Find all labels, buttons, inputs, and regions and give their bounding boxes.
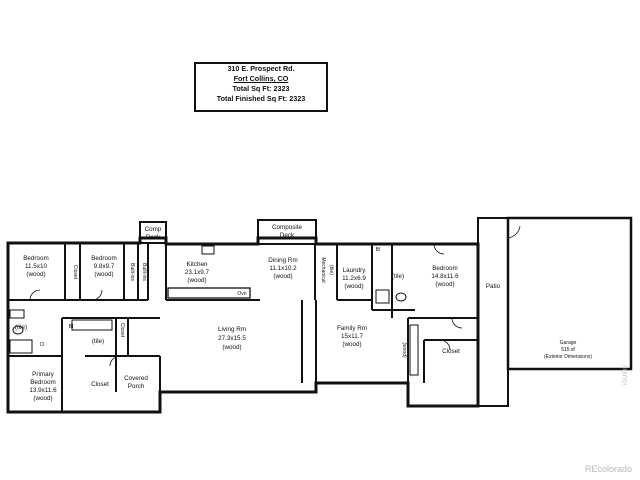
- kitchen-dims: 23.1x9.7: [185, 269, 210, 276]
- bedroom2-floor: (wood): [94, 271, 113, 278]
- fixture-cl-label: Cl: [40, 342, 45, 348]
- comp-deck-name2: Deck: [146, 234, 161, 241]
- garage-note: (Exterior Dimensions): [544, 354, 592, 360]
- toilet-right: [395, 292, 407, 302]
- closet-primary-label: Closet: [91, 381, 109, 388]
- primary-name: Primary: [32, 371, 55, 378]
- primary-dims: 13.9x11.6: [29, 387, 57, 394]
- laundry-washer: [375, 289, 390, 304]
- living-floor: (wood): [222, 344, 241, 351]
- composite-deck-name: Composite: [272, 224, 303, 231]
- laundry-dims: 11.2x6.9: [342, 275, 366, 282]
- closet-right-label: Closet: [442, 348, 460, 355]
- garage-area: 515 sf: [561, 347, 575, 353]
- bedroom2-name: Bedroom: [91, 255, 117, 262]
- bedroom-left-dims: 11.5x10: [25, 263, 47, 270]
- bedroom-right-name: Bedroom: [432, 265, 458, 272]
- wood-side-floor: (wood): [401, 342, 407, 358]
- closet-a-label: Closet: [72, 265, 78, 280]
- primary-floor: (wood): [33, 395, 52, 402]
- closet-b-label: Closet: [119, 323, 125, 338]
- comp-deck-name: Comp: [145, 226, 162, 233]
- comp-deck-outline: [139, 221, 167, 244]
- bedroom-right-floor: (wood): [435, 281, 454, 288]
- laundry-name: Laundry: [343, 267, 367, 274]
- kitchen-sink: [201, 245, 215, 255]
- kitchen-counter: [167, 287, 251, 299]
- laundry-floor: (wood): [344, 283, 363, 290]
- vanity-right: [409, 324, 419, 376]
- living-dims: 27.3x15.5: [218, 335, 246, 342]
- address-line1: 310 E. Prospect Rd.: [227, 64, 295, 73]
- composite-deck-outline: [257, 219, 317, 245]
- family-dims: 15x11.7: [341, 333, 363, 340]
- bedroom-left-name: Bedroom: [23, 255, 49, 262]
- composite-deck-name2: Deck: [280, 232, 295, 239]
- total-sqft: Total Sq Ft: 2323: [232, 84, 290, 93]
- sink-left: [9, 309, 25, 319]
- bath-left-floor: (tile): [15, 324, 27, 331]
- address-line2: Fort Collins, CO: [233, 74, 289, 83]
- kitchen-floor: (wood): [187, 277, 206, 284]
- tub-left: [9, 339, 33, 354]
- fixture-bi-label-mid: BI: [69, 324, 74, 330]
- built-ins-b-label: Built-ins: [141, 263, 147, 281]
- garage-name: Garage: [560, 340, 577, 346]
- fixture-ovn-label: Ovn: [237, 291, 246, 297]
- primary-name2: Bedroom: [30, 379, 56, 386]
- bedroom-right-dims: 14.8x11.6: [431, 273, 459, 280]
- family-floor: (wood): [342, 341, 361, 348]
- side-watermark: iGUIDE: [623, 364, 629, 385]
- built-ins-a-label: Built-ins: [129, 263, 135, 281]
- dining-dims: 11.1x10.2: [269, 265, 297, 272]
- recolorado-watermark: REcolorado: [584, 464, 632, 474]
- dining-name: Dining Rm: [268, 257, 297, 264]
- living-name: Living Rm: [218, 326, 246, 333]
- mechanical-floor: (tile): [328, 265, 334, 275]
- finished-sqft: Total Finished Sq Ft: 2323: [216, 94, 306, 103]
- toilet-left: [12, 325, 24, 335]
- kitchen-name: Kitchen: [186, 261, 208, 268]
- bedroom-left-floor: (wood): [26, 271, 45, 278]
- covered-porch-name2: Porch: [128, 383, 145, 390]
- covered-porch-name: Covered: [124, 375, 148, 382]
- dining-floor: (wood): [273, 273, 292, 280]
- bath-mid-floor: (tile): [92, 338, 104, 345]
- property-info-box: 310 E. Prospect Rd. Fort Collins, CO Tot…: [194, 62, 328, 112]
- patio-outline: [477, 217, 509, 407]
- patio-name: Patio: [486, 283, 501, 290]
- bedroom2-dims: 9.8x9.7: [94, 263, 115, 270]
- fixture-bi-label: BI: [376, 247, 381, 253]
- vanity-mid: [71, 319, 113, 331]
- mechanical-name: Mechanical: [320, 257, 326, 282]
- family-name: Family Rm: [337, 325, 367, 332]
- bath-right-floor: (tile): [392, 273, 404, 280]
